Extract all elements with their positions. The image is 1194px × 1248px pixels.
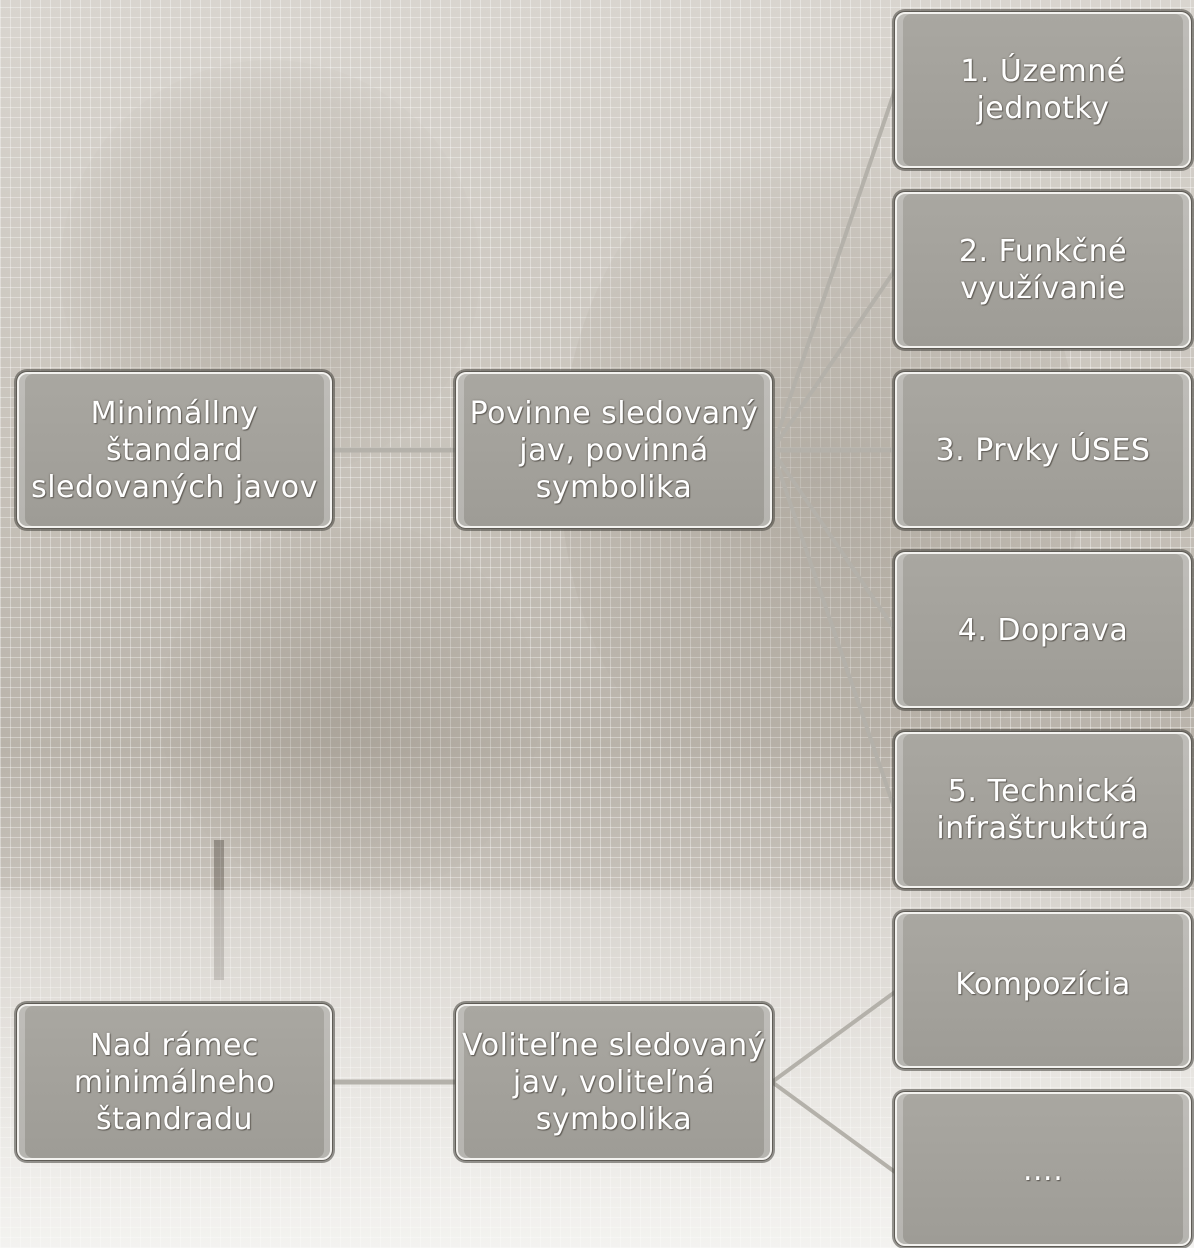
connector-middle2-leaf2 [770, 1080, 897, 1174]
leaf-node-territorial-units: 1. Územné jednotky [894, 11, 1192, 169]
middle-node-mandatory-feature: Povinne sledovaný jav, povinná symbolika [455, 371, 773, 529]
leaf-node-ellipsis: …. [894, 1091, 1192, 1247]
background-tree-middle [160, 520, 540, 900]
connector-middle1-leaf2 [770, 268, 897, 452]
connector-middle1-leaf4 [770, 448, 897, 632]
middle-node-optional-feature: Voliteľne sledovaný jav, voliteľná symbo… [455, 1003, 773, 1161]
connector-middle1-leaf5 [770, 449, 897, 811]
leaf-node-composition: Kompozícia [894, 911, 1192, 1069]
root-node-minimum-standard: Minimállny štandard sledovaných javov [16, 371, 333, 529]
leaf-node-uses-elements: 3. Prvky ÚSES [894, 371, 1192, 529]
root-node-beyond-standard: Nad rámec minimálneho štandradu [16, 1003, 333, 1161]
leaf-node-technical-infrastructure: 5. Technická infraštruktúra [894, 731, 1192, 889]
connector-middle1-leaf1 [770, 89, 897, 451]
leaf-node-functional-use: 2. Funkčné využívanie [894, 191, 1192, 349]
connector-middle2-leaf1 [770, 990, 897, 1084]
leaf-node-transport: 4. Doprava [894, 551, 1192, 709]
